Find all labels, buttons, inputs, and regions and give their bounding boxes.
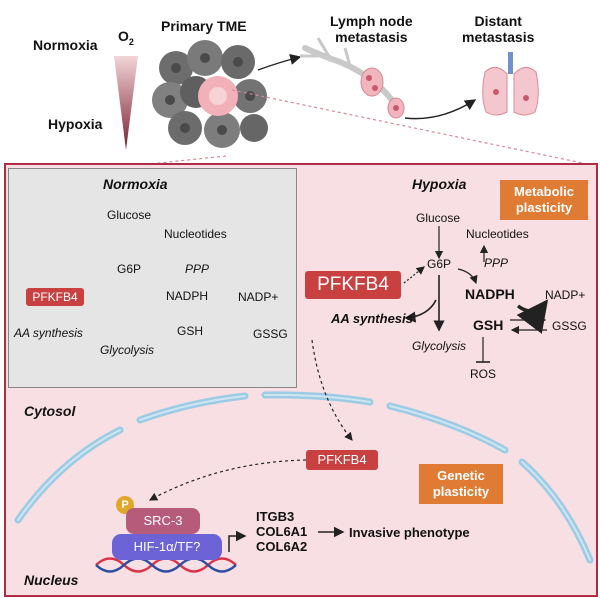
gene-promoter-arrow: [228, 530, 247, 552]
lymph-line1: Lymph node: [330, 13, 413, 29]
normoxia-glucose: Glucose: [107, 208, 152, 222]
dna-helix: [95, 557, 237, 573]
normoxia-nadph: NADPH: [166, 289, 209, 303]
top-graphics: [114, 37, 593, 166]
normoxia-gsh: GSH: [177, 324, 204, 338]
invasive-phenotype-label: Invasive phenotype: [349, 525, 470, 540]
hypoxia-gssg: GSSG: [552, 319, 587, 333]
metabolic-line2: plasticity: [515, 200, 573, 215]
genetic-plasticity-badge: Genetic plasticity: [419, 464, 503, 504]
metabolic-plasticity-badge: Metabolic plasticity: [500, 180, 588, 220]
normoxia-aa-synthesis: AA synthesis: [14, 326, 83, 340]
normoxia-ppp: PPP: [185, 262, 210, 276]
hypoxia-nadph: NADPH: [465, 286, 515, 302]
normoxia-g6p: G6P: [117, 262, 142, 276]
distant-metastasis-label: Distant metastasis: [462, 13, 534, 45]
arrow-to-distant: [404, 99, 477, 120]
zoom-line-right: [231, 89, 593, 166]
normoxia-gssg: GSSG: [253, 327, 288, 341]
normoxia-label: Normoxia: [33, 37, 98, 53]
normoxia-glycolysis: Glycolysis: [100, 343, 155, 357]
normoxia-nadp: NADP+: [238, 290, 279, 304]
lymph-node-icon: [300, 37, 405, 119]
metabolic-line1: Metabolic: [514, 184, 574, 199]
nucleus-label: Nucleus: [24, 572, 79, 588]
gene-col6a2: COL6A2: [256, 539, 308, 554]
cytosol-label: Cytosol: [24, 403, 76, 419]
hypoxia-ppp: PPP: [484, 256, 509, 270]
lungs-icon: [482, 52, 539, 116]
tumor-cluster-icon: [152, 40, 268, 148]
o2-text: O: [118, 28, 129, 44]
hypoxia-gsh: GSH: [473, 317, 504, 333]
distant-line1: Distant: [474, 13, 522, 29]
arrow-to-lymph: [257, 53, 302, 71]
hypoxia-nadp: NADP+: [545, 288, 586, 302]
hif-protein: HIF-1α/TF?: [112, 534, 222, 560]
gene-itgb3: ITGB3: [256, 509, 295, 524]
normoxia-nucleotides: Nucleotides: [164, 227, 227, 241]
hypoxia-g6p: G6P: [427, 257, 452, 271]
primary-tme-label: Primary TME: [161, 18, 247, 34]
normoxia-box: [8, 168, 297, 388]
hypoxia-glycolysis: Glycolysis: [412, 339, 467, 353]
genetic-line1: Genetic: [437, 468, 485, 483]
normoxia-pfkfb4-badge: PFKFB4: [26, 288, 84, 306]
hypoxia-pfkfb4-badge: PFKFB4: [305, 271, 401, 299]
hypoxia-aa-synthesis: AA synthesis: [331, 311, 413, 326]
hypoxia-glucose: Glucose: [416, 211, 461, 225]
lymph-metastasis-label: Lymph node metastasis: [330, 13, 413, 45]
pfkfb4-to-src3-arrow: [148, 459, 307, 501]
gene-list: ITGB3 COL6A1 COL6A2: [256, 509, 307, 554]
o2-subscript: 2: [128, 36, 134, 47]
genetic-line2: plasticity: [432, 484, 490, 499]
lymph-line2: metastasis: [335, 29, 408, 45]
oxygen-gradient-triangle: [114, 56, 138, 150]
o2-label: O2: [118, 28, 134, 47]
hypoxia-arrows: [403, 226, 549, 363]
nuclear-pfkfb4-badge: PFKFB4: [306, 450, 378, 470]
distant-line2: metastasis: [462, 29, 535, 45]
hypoxia-panel-title: Hypoxia: [412, 176, 467, 192]
hypoxia-label: Hypoxia: [48, 116, 103, 132]
nuclear-envelope-inner: [17, 393, 591, 561]
pfkfb4-to-nucleus-arrow: [311, 339, 353, 441]
src3-protein: SRC-3: [126, 508, 200, 534]
hypoxia-ros: ROS: [470, 367, 497, 381]
normoxia-panel-title: Normoxia: [103, 176, 168, 192]
hypoxia-nucleotides: Nucleotides: [466, 227, 529, 241]
gene-col6a1: COL6A1: [256, 524, 308, 539]
